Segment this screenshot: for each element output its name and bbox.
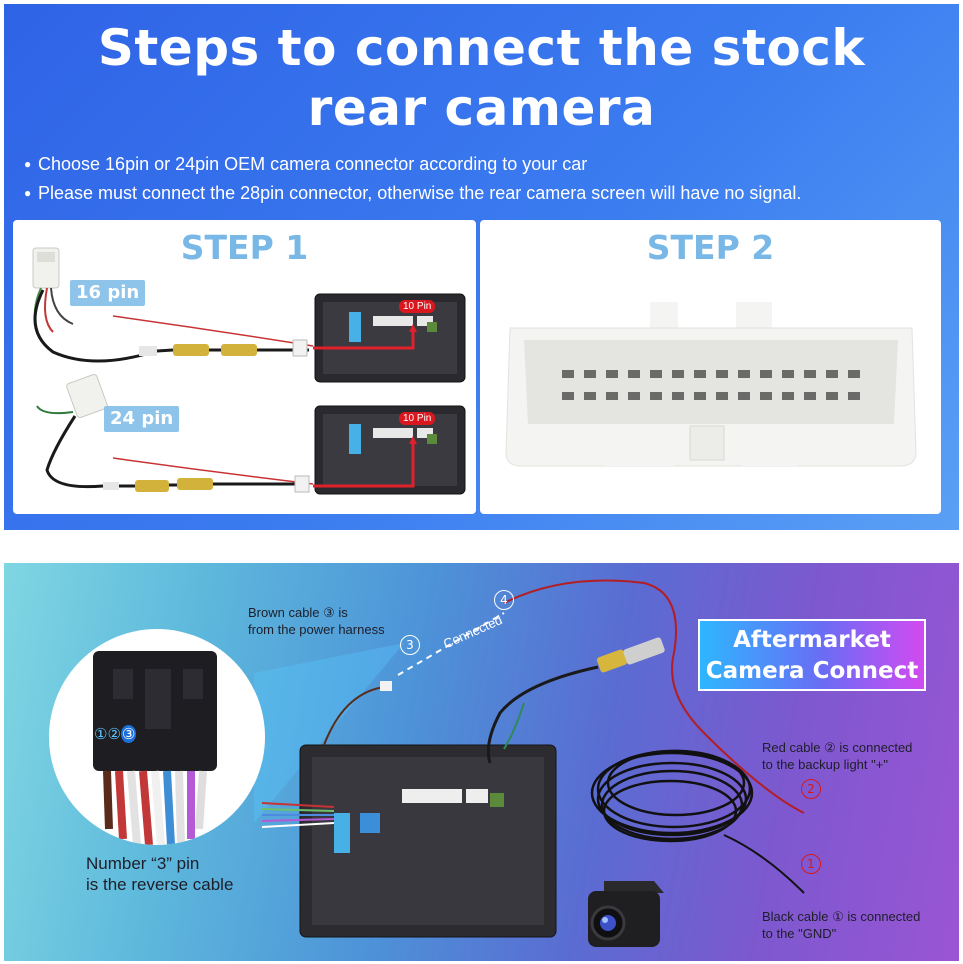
connector-pin: [606, 370, 618, 378]
connector-pin: [650, 392, 662, 400]
step-1-title: STEP 1: [180, 228, 309, 267]
connector-pin: [782, 392, 794, 400]
instruction-item: ●Please must connect the 28pin connector…: [24, 179, 944, 208]
connector-pin: [848, 392, 860, 400]
connector-16pin-icon: [32, 247, 154, 363]
connector-pin: [716, 370, 728, 378]
page-title: Steps to connect the stock rear camera: [4, 18, 959, 138]
step-2-title: STEP 2: [646, 228, 775, 267]
head-unit-back-icon: [299, 744, 557, 938]
connector-closeup-inset: [49, 629, 265, 845]
step-1-wiring-illustration: [32, 247, 466, 495]
brown-cable-note: Brown cable ③ is from the power harness: [248, 605, 385, 637]
connector-pin: [826, 370, 838, 378]
connector-pin: [694, 392, 706, 400]
rear-camera-icon: [588, 881, 664, 947]
label-10-pin-top: 10 Pin: [399, 300, 436, 313]
connector-pin: [738, 370, 750, 378]
step-1-card: STEP 1: [13, 220, 476, 514]
title-line-1: Steps to connect the stock: [97, 19, 866, 77]
harness-connector-icon: [93, 651, 217, 845]
connector-pin: [628, 370, 640, 378]
instruction-item: ●Choose 16pin or 24pin OEM camera connec…: [24, 150, 944, 179]
pin-number-labels: ①②③: [94, 725, 137, 743]
connector-pin: [562, 370, 574, 378]
connector-pin: [826, 392, 838, 400]
red-cable-note: Red cable ② is connected to the backup l…: [762, 740, 913, 772]
marker-4: 4: [494, 590, 514, 610]
black-cable-note: Black cable ① is connected to the "GND": [762, 909, 921, 941]
title-line-2: rear camera: [307, 79, 656, 137]
connector-pin: [694, 370, 706, 378]
marker-1: 1: [801, 854, 821, 874]
reverse-pin-note: Number “3” pin is the reverse cable: [86, 854, 234, 894]
connector-pin: [606, 392, 618, 400]
connector-pin: [782, 370, 794, 378]
connector-pin: [804, 392, 816, 400]
bullet-dot-icon: ●: [24, 157, 32, 171]
connector-pin: [716, 392, 728, 400]
connector-pin: [584, 370, 596, 378]
aftermarket-wiring-illustration: [254, 579, 805, 947]
marker-2: 2: [801, 779, 821, 799]
connector-pin: [804, 370, 816, 378]
bullet-dot-icon: ●: [24, 186, 32, 200]
connector-pin: [628, 392, 640, 400]
label-24-pin: 24 pin: [104, 406, 180, 432]
connector-pin: [760, 370, 772, 378]
step-2-card: STEP 2: [480, 220, 941, 514]
marker-3: 3: [400, 635, 420, 655]
connector-pin: [760, 392, 772, 400]
connector-pin: [562, 392, 574, 400]
connector-pin: [672, 370, 684, 378]
head-unit-back-icon: [313, 293, 466, 383]
connector-pin: [650, 370, 662, 378]
label-16-pin: 16 pin: [70, 280, 146, 306]
instruction-list: ●Choose 16pin or 24pin OEM camera connec…: [24, 150, 944, 208]
connector-pin: [584, 392, 596, 400]
aftermarket-camera-badge: Aftermarket Camera Connect: [698, 619, 926, 691]
head-unit-back-icon: [313, 405, 466, 495]
label-10-pin-bottom: 10 Pin: [399, 412, 436, 425]
connector-pin: [672, 392, 684, 400]
connector-pin: [738, 392, 750, 400]
connector-pin: [848, 370, 860, 378]
aftermarket-camera-panel: ①②③ Brown cable ③ is from the power harn…: [4, 563, 959, 961]
connector-28pin-icon: [505, 302, 917, 467]
connector-24pin-icon: [36, 373, 108, 489]
